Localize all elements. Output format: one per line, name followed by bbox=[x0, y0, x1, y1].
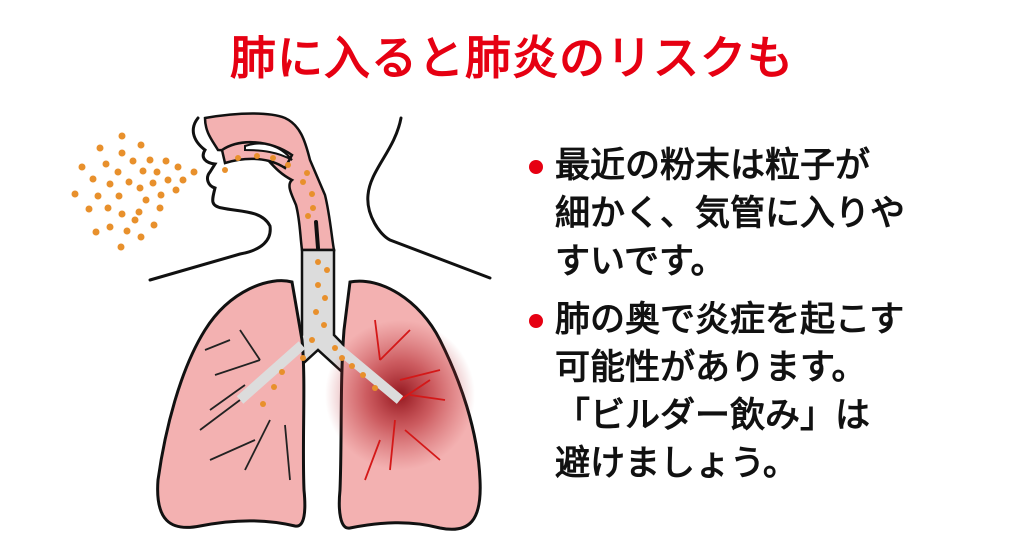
right-lung bbox=[325, 279, 482, 531]
bullet-dot-icon bbox=[529, 314, 543, 328]
bullet-dot-icon bbox=[529, 160, 543, 174]
bullet-text: 最近の粉末は粒子が 細かく、気管に入りや すいです。 bbox=[555, 146, 906, 282]
bullet-item: 最近の粉末は粒子が 細かく、気管に入りや すいです。 bbox=[525, 142, 1005, 286]
bullet-text: 肺の奥で炎症を起こす 可能性があります。 「ビルダー飲み」は 避けましょう。 bbox=[555, 300, 905, 484]
respiratory-illustration bbox=[60, 110, 520, 550]
bullet-item: 肺の奥で炎症を起こす 可能性があります。 「ビルダー飲み」は 避けましょう。 bbox=[525, 296, 1005, 488]
left-lung bbox=[156, 279, 307, 529]
bullet-list: 最近の粉末は粒子が 細かく、気管に入りや すいです。 肺の奥で炎症を起こす 可能… bbox=[525, 142, 1005, 498]
page-title: 肺に入ると肺炎のリスクも bbox=[230, 31, 794, 85]
particle-cloud-icon bbox=[71, 132, 198, 251]
